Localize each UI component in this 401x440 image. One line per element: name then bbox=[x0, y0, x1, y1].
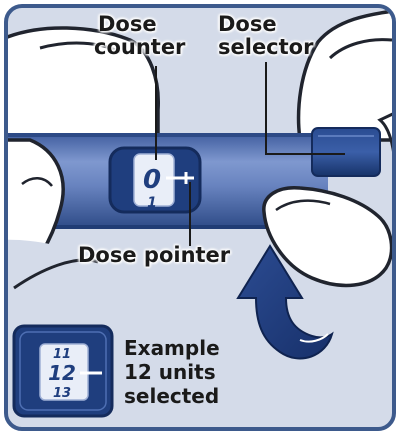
dose-selector-leader bbox=[265, 62, 345, 155]
dose-selector-label-line2: selector bbox=[218, 35, 314, 59]
counter-digit-bottom: 1 bbox=[147, 195, 157, 211]
example-caption-line1: Example bbox=[124, 336, 220, 360]
right-hand-illustration bbox=[296, 8, 392, 142]
dose-pointer bbox=[166, 172, 194, 184]
dose-pointer-label-text: Dose pointer bbox=[78, 243, 231, 267]
dose-counter-label-line2: counter bbox=[94, 35, 186, 59]
dose-selector bbox=[311, 127, 381, 177]
example-caption-line3: selected bbox=[124, 384, 220, 408]
example-caption: Example 12 units selected bbox=[124, 336, 220, 408]
dose-pointer-label: Dose pointer bbox=[78, 244, 230, 267]
example-digit-selected: 12 bbox=[48, 361, 76, 385]
counter-digit-top: 0 bbox=[143, 165, 161, 195]
example-digit-bottom: 13 bbox=[53, 386, 71, 401]
dose-selector-label-line1: Dose bbox=[218, 12, 277, 36]
turn-arrow-icon bbox=[236, 244, 334, 360]
dose-counter-label-line1: Dose bbox=[98, 12, 157, 36]
dose-selector-label: Dose selector bbox=[218, 13, 313, 59]
example-digit-top: 11 bbox=[53, 347, 71, 362]
left-hand-illustration bbox=[8, 26, 160, 142]
dose-counter-label: Dose counter bbox=[94, 13, 185, 59]
example-caption-line2: 12 units bbox=[124, 360, 216, 384]
